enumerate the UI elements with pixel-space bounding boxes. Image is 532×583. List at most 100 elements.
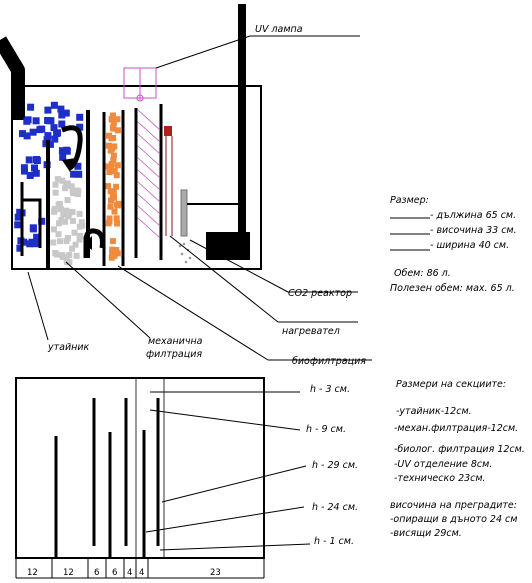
section-item-4: -UV отделение 8см. bbox=[394, 459, 492, 470]
media-piece bbox=[68, 183, 75, 190]
media-piece bbox=[77, 232, 84, 239]
media-piece bbox=[58, 147, 66, 155]
media-piece bbox=[50, 124, 58, 132]
media-piece bbox=[113, 172, 120, 179]
dim-height: - височина 33 см. bbox=[430, 225, 517, 236]
media-piece bbox=[68, 209, 74, 216]
media-piece bbox=[107, 147, 114, 154]
leader-co2 bbox=[189, 239, 289, 293]
media-piece bbox=[63, 207, 70, 214]
media-piece bbox=[110, 152, 117, 159]
media-piece bbox=[76, 113, 84, 121]
section-width-5: 4 bbox=[127, 568, 132, 578]
media-piece bbox=[74, 191, 81, 197]
media-piece bbox=[52, 181, 59, 188]
media-piece bbox=[50, 101, 58, 109]
media-piece bbox=[46, 140, 54, 148]
media-piece bbox=[57, 105, 65, 113]
overflow-pipe bbox=[20, 182, 42, 256]
media-piece bbox=[111, 208, 118, 215]
media-piece bbox=[105, 142, 112, 149]
media-piece bbox=[73, 187, 80, 194]
uv-hatch bbox=[137, 109, 161, 239]
media-piece bbox=[52, 189, 59, 196]
mech-arrow-head bbox=[84, 236, 92, 250]
dim-length: - дължина 65 см. bbox=[430, 210, 516, 221]
media-piece bbox=[57, 238, 63, 245]
leader-bio bbox=[117, 265, 269, 361]
section-dividers bbox=[15, 558, 265, 578]
heater-cap bbox=[164, 126, 172, 136]
section-tank-outline bbox=[15, 377, 265, 559]
media-piece bbox=[62, 109, 70, 117]
media-piece bbox=[58, 120, 66, 128]
media-piece bbox=[64, 259, 70, 266]
media-piece bbox=[110, 189, 117, 195]
media-piece bbox=[76, 236, 83, 243]
media-piece bbox=[38, 217, 46, 225]
media-piece bbox=[55, 201, 62, 208]
label-co2-reactor: CO2 реактор bbox=[288, 288, 352, 299]
media-piece bbox=[113, 247, 120, 253]
media-piece bbox=[109, 246, 116, 253]
media-piece bbox=[110, 157, 117, 164]
label-mech-line2: филтрация bbox=[146, 349, 202, 360]
media-piece bbox=[63, 146, 71, 154]
s-shaped-pipe bbox=[61, 125, 83, 170]
label-uv-lamp: UV лампа bbox=[255, 24, 303, 35]
media-piece bbox=[74, 162, 82, 170]
dim-volume: Обем: 86 л. bbox=[394, 268, 451, 279]
leader-h4 bbox=[145, 506, 305, 533]
media-piece bbox=[109, 238, 116, 245]
return-pipe bbox=[238, 4, 246, 236]
section-item-3: -биолог. филтрация 12см. bbox=[394, 444, 525, 455]
media-piece bbox=[75, 170, 83, 178]
media-piece bbox=[43, 136, 51, 144]
baffles-title: височина на преградите: bbox=[390, 500, 517, 511]
leader-overflow bbox=[27, 271, 49, 341]
media-piece bbox=[16, 244, 24, 252]
media-piece bbox=[73, 252, 80, 259]
section-item-1: -утайник-12см. bbox=[396, 406, 472, 417]
media-piece bbox=[51, 208, 58, 215]
media-piece bbox=[19, 130, 26, 138]
media-piece bbox=[29, 128, 37, 136]
section-width-4: 6 bbox=[112, 568, 117, 578]
sump-tank-outline bbox=[11, 85, 262, 270]
media-piece bbox=[16, 208, 24, 216]
co2-reactor bbox=[180, 189, 188, 237]
leader-mech bbox=[65, 261, 151, 339]
mech-arrow-pipe bbox=[83, 228, 105, 258]
media-piece bbox=[66, 252, 73, 259]
media-piece bbox=[107, 203, 114, 210]
height-label-2: h - 9 см. bbox=[306, 424, 346, 435]
media-piece bbox=[32, 169, 40, 177]
media-piece bbox=[113, 183, 120, 190]
section-width-6: 4 bbox=[139, 568, 144, 578]
media-piece bbox=[26, 172, 34, 179]
media-piece bbox=[69, 245, 76, 252]
media-piece bbox=[58, 206, 64, 213]
media-piece bbox=[58, 217, 65, 223]
leader-h3 bbox=[161, 465, 307, 503]
media-piece bbox=[14, 221, 22, 229]
media-piece bbox=[32, 117, 40, 125]
media-piece bbox=[62, 218, 69, 225]
leader-h2 bbox=[149, 409, 301, 431]
media-piece bbox=[33, 156, 40, 163]
media-piece bbox=[44, 132, 52, 140]
sections-block: Размери на секциите: -утайник-12см. -мех… bbox=[390, 379, 525, 539]
dim-width: - ширина 40 см. bbox=[430, 240, 509, 251]
media-piece bbox=[23, 132, 31, 140]
baffle-item-2: -висящи 29см. bbox=[390, 528, 462, 539]
media-piece bbox=[20, 238, 28, 246]
media-piece bbox=[108, 197, 114, 204]
media-piece bbox=[114, 250, 121, 257]
height-label-3: h - 29 см. bbox=[312, 460, 358, 471]
media-piece bbox=[54, 129, 61, 137]
media-piece bbox=[114, 162, 121, 169]
section-width-3: 6 bbox=[94, 568, 99, 578]
media-piece bbox=[78, 219, 85, 226]
media-piece bbox=[24, 116, 32, 124]
